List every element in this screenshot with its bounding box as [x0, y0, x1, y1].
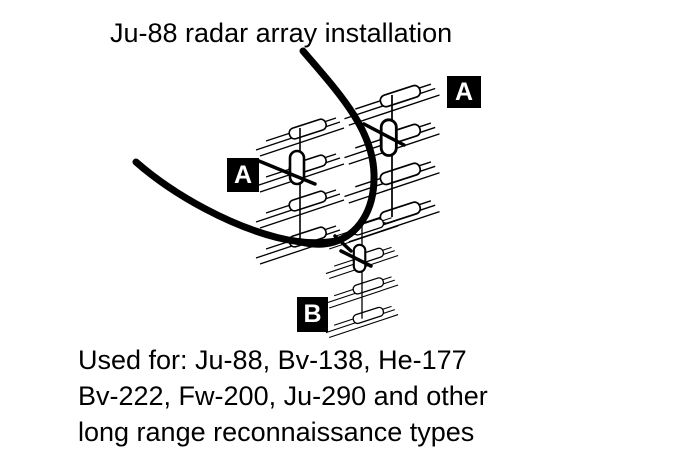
- feed-line-bottom-antenna: [339, 249, 373, 268]
- caption-line-2: Bv-222, Fw-200, Ju-290 and other: [78, 381, 488, 411]
- caption-line-1: Used for: Ju-88, Bv-138, He-177: [78, 345, 467, 375]
- leader-line-marker-a-left: [257, 159, 317, 186]
- caption: Used for: Ju-88, Bv-138, He-177 Bv-222, …: [78, 342, 488, 450]
- marker-a-left: A: [227, 158, 259, 192]
- marker-b: B: [297, 297, 328, 332]
- caption-line-3: long range reconnaissance types: [78, 417, 475, 447]
- antenna-array-right-a: [344, 84, 439, 242]
- page-title: Ju-88 radar array installation: [110, 18, 453, 48]
- marker-a-right: A: [447, 76, 481, 108]
- fuselage-nose-outline-lower: [132, 158, 340, 247]
- feed-line-right-antenna: [362, 122, 406, 147]
- fuselage-nose-outline-upper: [295, 47, 378, 248]
